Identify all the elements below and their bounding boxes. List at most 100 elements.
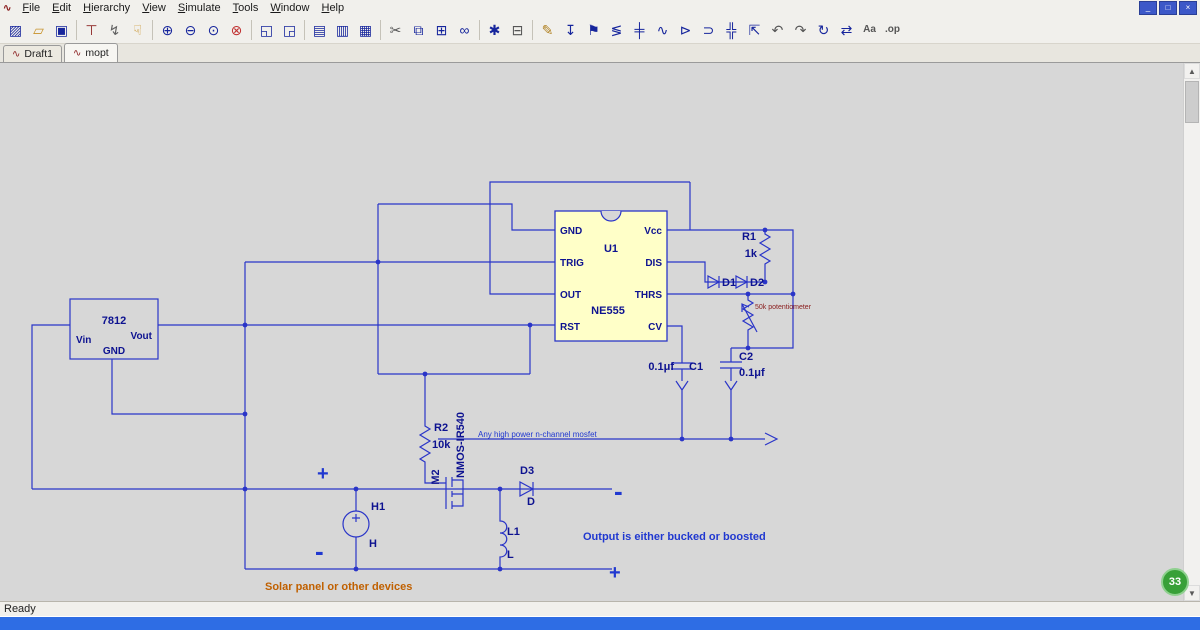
move-icon: ╬ xyxy=(726,21,737,38)
toolbar-spice-directive-button[interactable]: .op xyxy=(881,19,904,41)
toolbar-redo-button[interactable]: ↷ xyxy=(789,19,812,41)
toolbar-place-ground-button[interactable]: ↧ xyxy=(559,19,582,41)
toolbar-move-button[interactable]: ╬ xyxy=(720,19,743,41)
toolbar-draw-wire-button[interactable]: ✎ xyxy=(536,19,559,41)
restore-button[interactable]: □ xyxy=(1159,1,1177,15)
svg-text:D2: D2 xyxy=(750,277,764,289)
wires[interactable] xyxy=(31,181,794,570)
toolbar-mirror-button[interactable]: ⇄ xyxy=(835,19,858,41)
menu-tools[interactable]: Tools xyxy=(232,2,259,14)
toolbar-place-capacitor-button[interactable]: ╪ xyxy=(628,19,651,41)
toolbar-place-component-button[interactable]: ⊃ xyxy=(697,19,720,41)
toolbar-separator xyxy=(251,19,252,40)
capacitor-c2[interactable]: C2 0.1μf xyxy=(720,348,765,439)
paste-icon: ⊞ xyxy=(435,21,448,38)
mosfet-m2[interactable]: M2 NMOS-IR540 Any high power n-channel m… xyxy=(430,412,598,509)
menu-edit[interactable]: Edit xyxy=(52,2,72,14)
svg-text:Any high power n-channel mosfe: Any high power n-channel mosfet xyxy=(478,430,598,439)
source-h1[interactable]: H1 H xyxy=(342,501,385,550)
tab-draft1[interactable]: ∿Draft1 xyxy=(3,45,62,62)
toolbar-tile-vertical-button[interactable]: ▥ xyxy=(331,19,354,41)
svg-text:RST: RST xyxy=(560,322,580,333)
probe-icon: ⊤ xyxy=(85,21,98,38)
resistor-r1[interactable]: R1 1k xyxy=(742,230,772,282)
scroll-up-button[interactable]: ▲ xyxy=(1184,63,1200,79)
svg-text:M2: M2 xyxy=(430,469,442,484)
svg-text:TRIG: TRIG xyxy=(560,258,584,269)
tab-label: Draft1 xyxy=(24,48,53,60)
toolbar-pan-button[interactable]: ◱ xyxy=(255,19,278,41)
menu-window[interactable]: Window xyxy=(270,2,310,14)
toolbar-halt-button[interactable]: ☟ xyxy=(126,19,149,41)
toolbar-zoom-extents-button[interactable]: ◲ xyxy=(278,19,301,41)
svg-text:Vout: Vout xyxy=(131,331,153,342)
ne555-ic[interactable]: GND TRIG OUT RST Vcc DIS THRS CV U1 NE55… xyxy=(554,210,668,342)
toolbar-zoom-full-button[interactable]: ⊙ xyxy=(202,19,225,41)
source-note: Solar panel or other devices xyxy=(265,581,412,593)
diode-d2[interactable]: D2 xyxy=(735,274,764,290)
toolbar-zoom-area-button[interactable]: ⊗ xyxy=(225,19,248,41)
zoom-out-icon: ⊖ xyxy=(184,21,197,38)
svg-text:CV: CV xyxy=(648,322,662,333)
svg-text:GND: GND xyxy=(560,226,582,237)
toolbar-undo-button[interactable]: ↶ xyxy=(766,19,789,41)
page-footer xyxy=(0,616,1200,630)
close-button[interactable]: × xyxy=(1179,1,1197,15)
toolbar-copy-button[interactable]: ⧉ xyxy=(407,19,430,41)
svg-text:+: + xyxy=(609,562,621,584)
toolbar-drag-button[interactable]: ⇱ xyxy=(743,19,766,41)
diode-d1[interactable]: D1 xyxy=(707,274,736,290)
capacitor-c1[interactable]: 0.1μf C1 xyxy=(648,325,703,439)
menu-help[interactable]: Help xyxy=(321,2,345,14)
zoom-extents-icon: ◲ xyxy=(282,21,297,38)
menu-hierarchy[interactable]: Hierarchy xyxy=(83,2,131,14)
toolbar-place-diode-button[interactable]: ⊳ xyxy=(674,19,697,41)
svg-text:1k: 1k xyxy=(745,248,758,260)
toolbar-run-button[interactable]: ↯ xyxy=(103,19,126,41)
minimize-button[interactable]: _ xyxy=(1139,1,1157,15)
scroll-thumb[interactable] xyxy=(1185,81,1199,123)
toolbar-place-resistor-button[interactable]: ≶ xyxy=(605,19,628,41)
regulator-7812[interactable]: 7812 Vin Vout GND xyxy=(69,298,159,360)
toolbar-tile-horizontal-button[interactable]: ▤ xyxy=(308,19,331,41)
svg-text:H: H xyxy=(369,538,377,550)
menu-simulate[interactable]: Simulate xyxy=(177,2,221,14)
toolbar-separator xyxy=(380,19,381,40)
toolbar-place-text-button[interactable]: Aa xyxy=(858,19,881,41)
vertical-scrollbar[interactable]: ▲ ▼ xyxy=(1183,63,1200,601)
toolbar-probe-button[interactable]: ⊤ xyxy=(80,19,103,41)
window-controls: _□× xyxy=(1139,1,1200,15)
toolbar-find-button[interactable]: ∞ xyxy=(453,19,476,41)
floating-badge[interactable]: 33 xyxy=(1161,568,1189,596)
svg-text:DIS: DIS xyxy=(645,258,662,269)
tab-mopt[interactable]: ∿mopt xyxy=(63,43,118,62)
toolbar-print-button[interactable]: ⊟ xyxy=(506,19,529,41)
toolbar-label-net-button[interactable]: ⚑ xyxy=(582,19,605,41)
menu-view[interactable]: View xyxy=(142,2,166,14)
zoom-area-icon: ⊗ xyxy=(230,21,243,38)
menu-file[interactable]: File xyxy=(22,2,41,14)
diode-d3[interactable]: D3 D xyxy=(519,465,535,508)
toolbar-cascade-windows-button[interactable]: ▦ xyxy=(354,19,377,41)
schematic-canvas[interactable]: 7812 Vin Vout GND GND TRIG OUT RST Vcc D… xyxy=(0,63,1189,601)
toolbar-new-schematic-button[interactable]: ▨ xyxy=(4,19,27,41)
schematic-icon: ∿ xyxy=(12,48,21,60)
toolbar-separator xyxy=(479,19,480,40)
toolbar-paste-button[interactable]: ⊞ xyxy=(430,19,453,41)
svg-text:Vcc: Vcc xyxy=(644,226,662,237)
toolbar-separator xyxy=(532,19,533,40)
toolbar-zoom-out-button[interactable]: ⊖ xyxy=(179,19,202,41)
toolbar-place-inductor-button[interactable]: ∿ xyxy=(651,19,674,41)
resistor-r2[interactable]: R2 10k xyxy=(418,374,451,484)
toolbar-save-button[interactable]: ▣ xyxy=(50,19,73,41)
toolbar-zoom-in-button[interactable]: ⊕ xyxy=(156,19,179,41)
toolbar-cut-button[interactable]: ✂ xyxy=(384,19,407,41)
schematic-drawing: 7812 Vin Vout GND GND TRIG OUT RST Vcc D… xyxy=(31,181,812,593)
zoom-in-icon: ⊕ xyxy=(161,21,174,38)
inductor-l1[interactable]: L1 L xyxy=(499,489,520,569)
potentiometer[interactable]: 50k potentiometer xyxy=(741,294,812,348)
toolbar-rotate-button[interactable]: ↻ xyxy=(812,19,835,41)
toolbar-spice-netlist-button[interactable]: ✱ xyxy=(483,19,506,41)
toolbar-open-button[interactable]: ▱ xyxy=(27,19,50,41)
tile-vertical-icon: ▥ xyxy=(335,21,350,38)
